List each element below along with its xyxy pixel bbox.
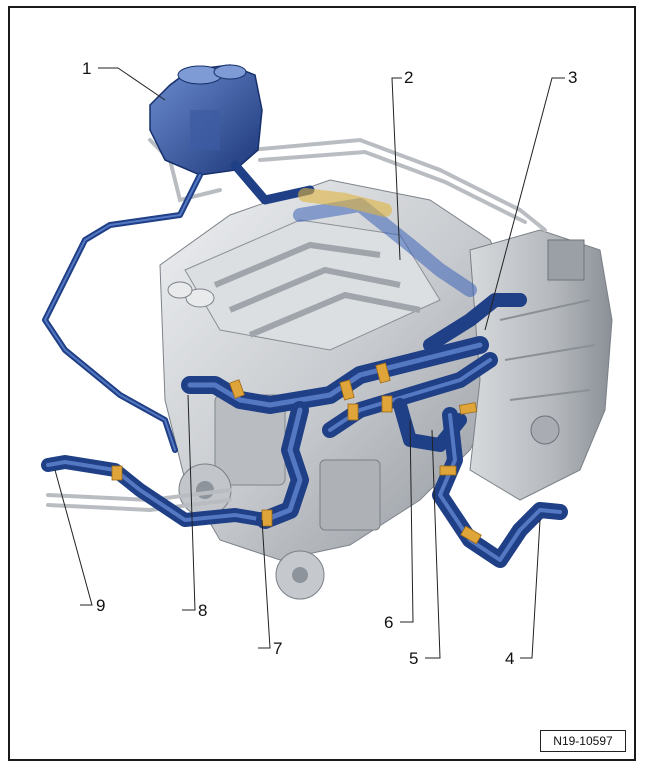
callout-5: 5 bbox=[409, 649, 418, 668]
callout-2: 2 bbox=[404, 68, 413, 87]
leader-lines bbox=[54, 67, 565, 659]
callout-1: 1 bbox=[82, 59, 91, 78]
engine-block bbox=[159, 179, 521, 600]
callout-9: 9 bbox=[96, 596, 105, 615]
callout-labels: 1 2 3 4 5 6 7 8 9 bbox=[82, 59, 577, 668]
callout-7: 7 bbox=[273, 639, 282, 658]
figure-reference-code: N19-10597 bbox=[540, 730, 626, 752]
hose-clamps bbox=[111, 362, 482, 545]
callout-4: 4 bbox=[505, 649, 514, 668]
callout-6: 6 bbox=[384, 613, 393, 632]
callout-3: 3 bbox=[568, 68, 577, 87]
figure-reference-text: N19-10597 bbox=[553, 734, 613, 748]
coolant-expansion-tank bbox=[149, 64, 263, 176]
callout-8: 8 bbox=[198, 601, 207, 620]
